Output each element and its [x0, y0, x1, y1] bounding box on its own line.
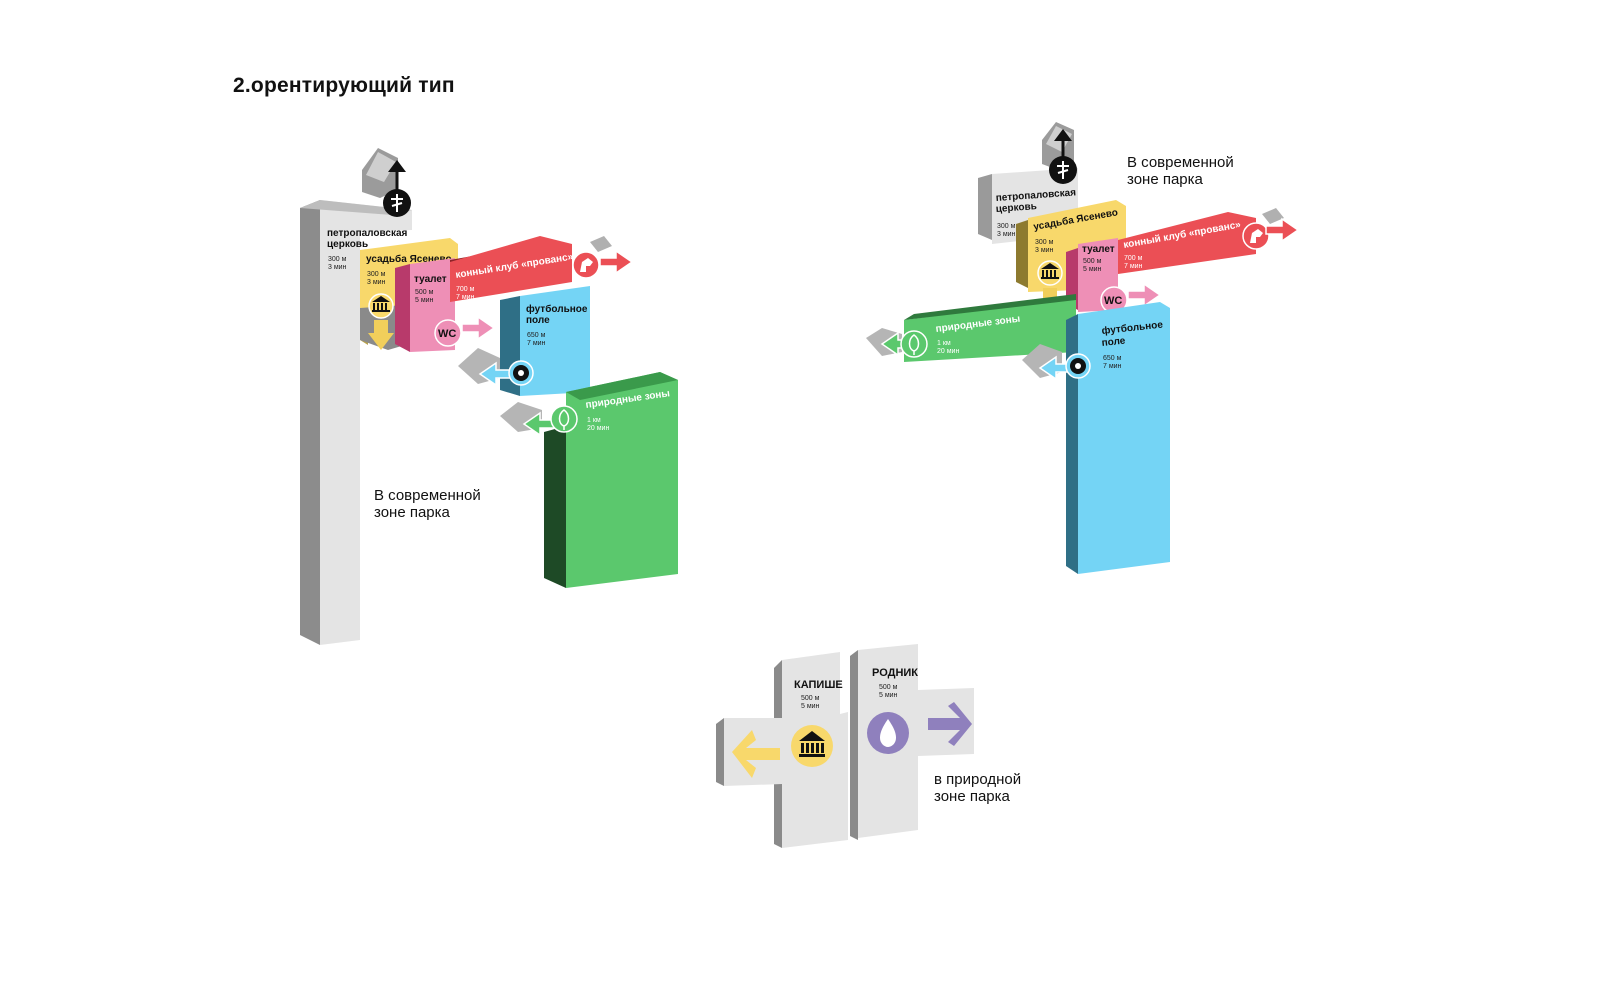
- horse-club-time: 7 мин: [456, 294, 475, 301]
- football-name-2: поле: [526, 315, 550, 326]
- left-sign-caption: В современной зоне парка: [374, 487, 481, 521]
- page-title: 2.орентирующий тип: [233, 74, 455, 97]
- horse-glyph: [580, 258, 593, 272]
- caption-line: зоне парка: [1127, 171, 1203, 188]
- horse-glyph: [1250, 229, 1263, 243]
- up-arrow-icon: [388, 160, 406, 193]
- tree-glyph: [908, 334, 920, 355]
- down-arrow-icon: [368, 320, 394, 350]
- right-arrow-icon: [928, 702, 972, 746]
- church-name-2: церковь: [327, 239, 368, 250]
- church-side: [978, 174, 992, 240]
- caption-line: в природной: [934, 771, 1022, 788]
- football-front: [520, 286, 590, 396]
- football-name-1: футбольное: [526, 303, 588, 315]
- nature-time: 20 мин: [937, 348, 959, 355]
- cross-glyph: [391, 194, 403, 212]
- wc-icon: [434, 319, 462, 347]
- toilet-dist: 500 м: [415, 289, 434, 296]
- museum-glyph: [1041, 263, 1059, 279]
- football-time: 7 мин: [527, 340, 546, 347]
- museum-glyph: [372, 296, 390, 312]
- manor-time: 3 мин: [367, 279, 386, 286]
- arrow-block: [590, 236, 612, 252]
- tree-glyph: [558, 409, 570, 430]
- nature-time: 20 мин: [587, 425, 609, 432]
- kapishe-name: КАПИШЕ: [794, 679, 843, 691]
- bottom-signpost: КАПИШЕ 500 м 5 мин РОДНИК 500 м 5 мин: [716, 644, 974, 848]
- church-name-2: церковь: [995, 201, 1037, 215]
- right-signpost: петропаловская церковь 300 м 3 мин усадь…: [866, 122, 1299, 574]
- football-time: 7 мин: [1103, 363, 1122, 370]
- manor-time: 3 мин: [1035, 247, 1054, 254]
- church-time: 3 мин: [997, 231, 1016, 238]
- nature-top: [566, 372, 678, 400]
- cross-side: [850, 650, 858, 840]
- left-arrow-icon: [732, 730, 780, 778]
- church-dist: 300 м: [328, 256, 347, 263]
- pole-side: [300, 200, 320, 645]
- pole-top: [300, 200, 412, 215]
- arrow-block-top: [366, 152, 396, 182]
- horse-club-front: [1118, 212, 1256, 274]
- cross-front: [858, 644, 974, 838]
- kapishe-dist: 500 м: [801, 695, 820, 702]
- ball-glyph: [1075, 363, 1081, 369]
- toilet-name: туалет: [1082, 244, 1115, 255]
- football-name-2: поле: [1101, 336, 1126, 349]
- football-dist: 650 м: [527, 332, 546, 339]
- toilet-name: туалет: [414, 274, 447, 285]
- tree-icon: [900, 330, 928, 358]
- caption-line: зоне парка: [934, 788, 1010, 805]
- right-arrow-icon: [599, 250, 633, 274]
- left-signpost: петропаловская церковь 300 м 3 мин усадь…: [300, 148, 678, 645]
- church-dist: 300 м: [997, 223, 1016, 230]
- caption-line: зоне парка: [374, 504, 450, 521]
- right-arrow-icon: [461, 316, 495, 340]
- toilet-dist: 500 м: [1083, 258, 1102, 265]
- toilet-time: 5 мин: [415, 297, 434, 304]
- nature-dist: 1 км: [937, 340, 951, 347]
- pole-front: [320, 200, 412, 645]
- right-sign-caption: В современной зоне парка: [1127, 154, 1234, 188]
- football-side: [1066, 314, 1078, 574]
- horse-club-front: [450, 236, 572, 302]
- horse-club-dist: 700 м: [456, 286, 475, 293]
- football-front: [1078, 302, 1170, 574]
- toilet-time: 5 мин: [1083, 266, 1102, 273]
- ball-glyph: [518, 370, 524, 376]
- football-dist: 650 м: [1103, 355, 1122, 362]
- church-time: 3 мин: [328, 264, 347, 271]
- manor-dist: 300 м: [367, 271, 386, 278]
- tree-icon: [550, 405, 578, 433]
- horse-club-time: 7 мин: [1124, 263, 1143, 270]
- caption-line: В современной: [1127, 154, 1234, 171]
- kapishe-time: 5 мин: [801, 703, 820, 710]
- drop-glyph: [880, 719, 896, 747]
- cross-side: [716, 718, 724, 786]
- nature-front: [566, 372, 678, 588]
- rodnik-dist: 500 м: [879, 684, 898, 691]
- church-name-1: петропаловская: [327, 228, 408, 239]
- toilet-side: [395, 264, 410, 352]
- arrow-block: [1262, 208, 1284, 224]
- manor-side: [1016, 220, 1028, 288]
- rodnik-time: 5 мин: [879, 692, 898, 699]
- wc-label: WC: [438, 328, 456, 340]
- manor-dist: 300 м: [1035, 239, 1054, 246]
- right-arrow-icon: [1127, 283, 1161, 307]
- wc-label: WC: [1104, 295, 1122, 307]
- nature-top: [904, 294, 1076, 320]
- nature-dist: 1 км: [587, 417, 601, 424]
- caption-line: В современной: [374, 487, 481, 504]
- nature-front: [904, 298, 1076, 362]
- cross-glyph: [1057, 161, 1069, 179]
- bottom-sign-caption: в природной зоне парка: [934, 771, 1021, 805]
- rodnik-name: РОДНИК: [872, 667, 918, 679]
- museum-glyph: [799, 731, 825, 757]
- horse-club-dist: 700 м: [1124, 255, 1143, 262]
- nature-side: [544, 426, 566, 588]
